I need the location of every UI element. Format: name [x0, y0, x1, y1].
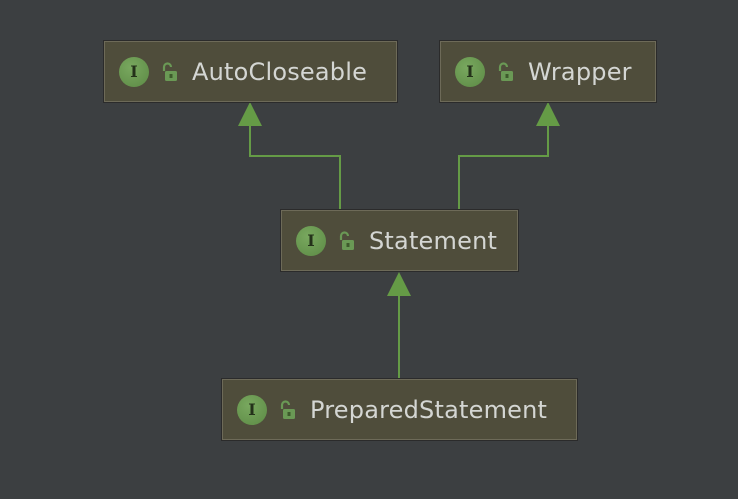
interface-badge-icon: I [119, 56, 149, 87]
unlock-icon [339, 230, 354, 250]
node-label: PreparedStatement [310, 395, 548, 424]
unlock-icon [498, 61, 513, 81]
node-label: Statement [369, 226, 498, 255]
interface-badge-icon: I [237, 394, 267, 425]
arrowhead-autocloseable [238, 102, 262, 126]
node-label: Wrapper [528, 57, 632, 86]
node-wrapper[interactable]: I Wrapper [440, 41, 656, 102]
edge-statement-to-wrapper [458, 124, 549, 210]
interface-badge-icon: I [455, 56, 485, 87]
node-statement[interactable]: I Statement [281, 210, 518, 271]
node-preparedstatement[interactable]: I PreparedStatement [222, 379, 577, 440]
node-autocloseable[interactable]: I AutoCloseable [104, 41, 397, 102]
arrowhead-statement [387, 272, 411, 296]
arrowhead-wrapper [536, 102, 560, 126]
edge-statement-to-autocloseable [249, 124, 341, 210]
unlock-icon [280, 399, 295, 419]
unlock-icon [162, 61, 177, 81]
node-label: AutoCloseable [192, 57, 368, 86]
interface-badge-icon: I [296, 225, 326, 256]
